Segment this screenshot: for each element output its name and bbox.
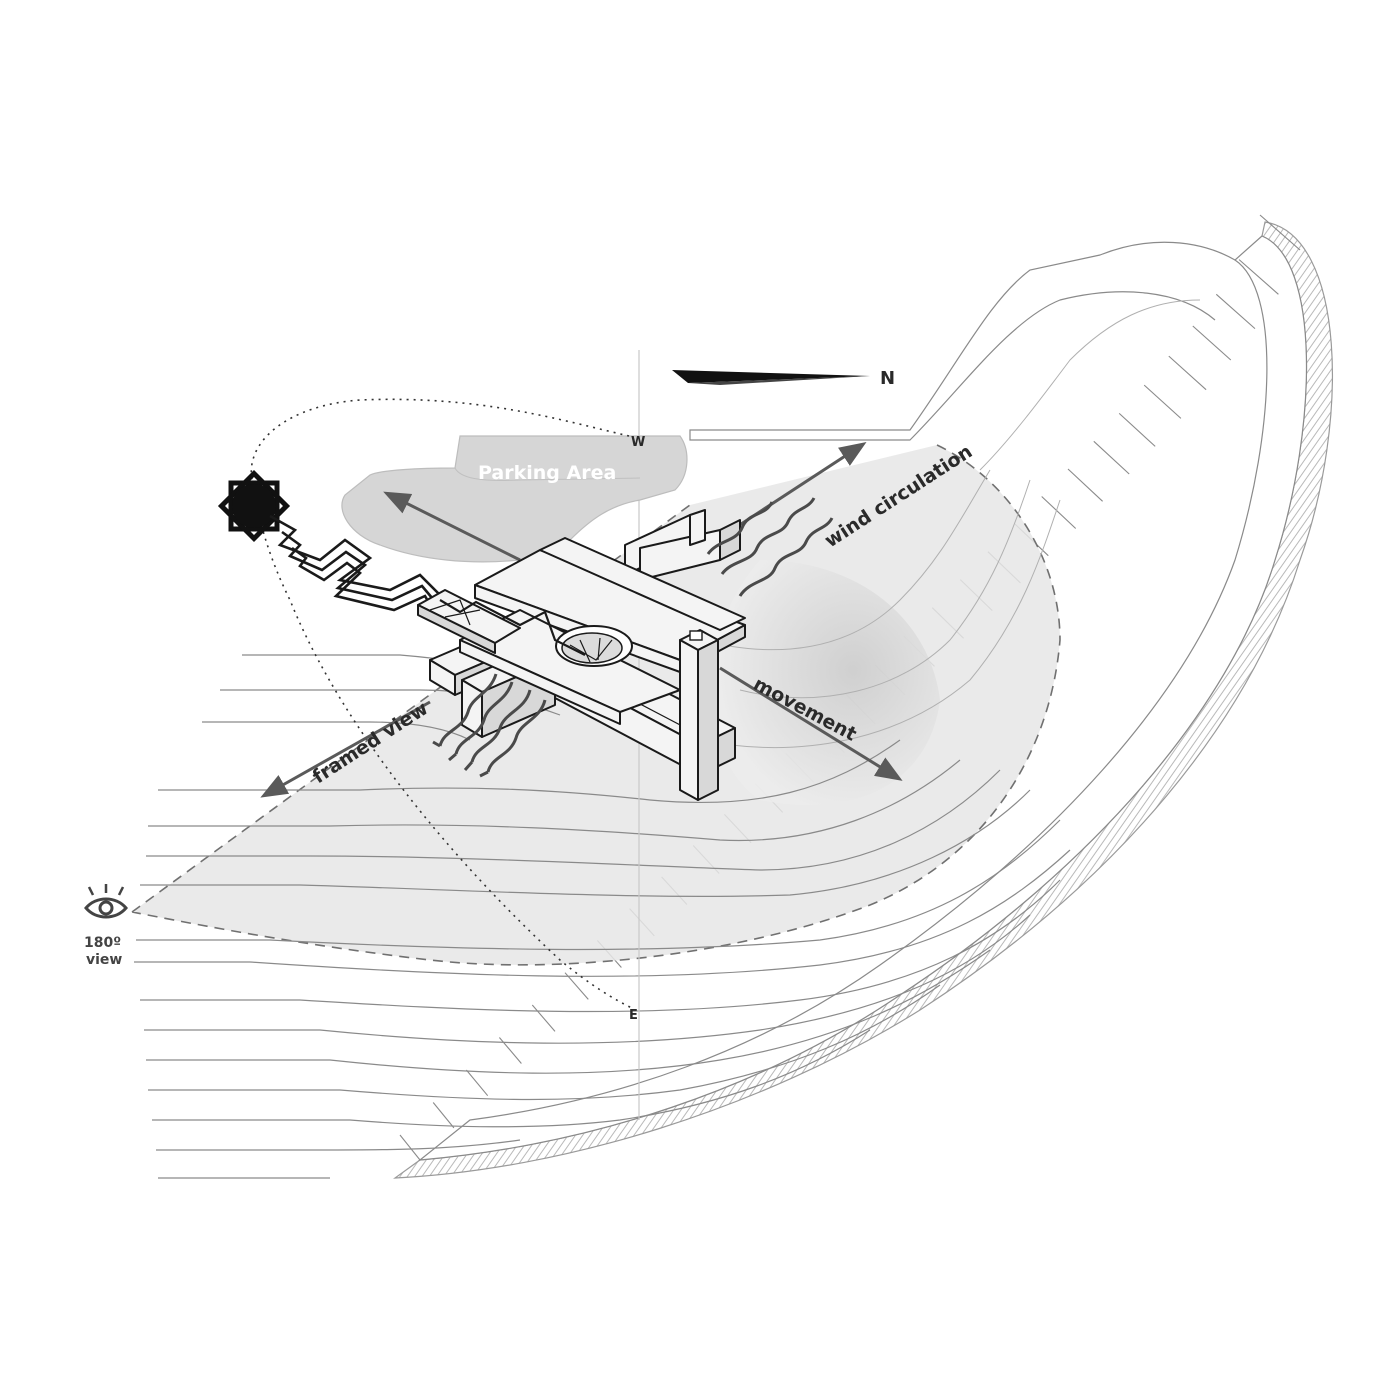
east-label: E: [629, 1008, 638, 1023]
parking-area: Parking Area: [341, 435, 688, 563]
terrain-outline: [689, 241, 1236, 471]
ribbon-segment-line: [432, 1102, 455, 1129]
eye-icon: [84, 884, 128, 919]
movement-arrow-front: [719, 666, 903, 781]
building: [417, 509, 746, 801]
ribbon-segment-line: [1238, 259, 1279, 295]
ribbon-segment-line: [1192, 325, 1232, 361]
north-label: N: [880, 368, 895, 389]
movement-arrow-back: [383, 491, 521, 562]
sun-rays: [269, 514, 441, 616]
sun-icon: [217, 469, 291, 543]
ribbon-segment-line: [531, 1004, 556, 1032]
ribbon-segment-line: [1215, 293, 1256, 330]
ribbon-segment-line: [1067, 468, 1103, 502]
ribbon-segment-line: [1143, 384, 1182, 419]
ribbon-segment-line: [564, 972, 589, 1000]
parking-label: Parking Area: [478, 462, 616, 484]
ribbon-segment-line: [1259, 214, 1301, 251]
north-arrow-icon: N: [672, 368, 895, 389]
ribbon-segment-line: [465, 1069, 489, 1097]
ribbon-segment-line: [1041, 496, 1077, 529]
wind-waves: [432, 497, 834, 778]
view-word-label: view: [86, 952, 122, 968]
ribbon-segment-line: [1168, 355, 1207, 391]
ribbon-segment-line: [1118, 412, 1156, 447]
ribbon-segment-line: [498, 1037, 522, 1064]
view-degree-label: 180º: [84, 935, 121, 951]
ribbon-segment-line: [1093, 440, 1130, 475]
ribbon-segment-line: [399, 1134, 421, 1161]
west-label: W: [631, 435, 645, 450]
framed-view-arrow: [260, 700, 431, 798]
